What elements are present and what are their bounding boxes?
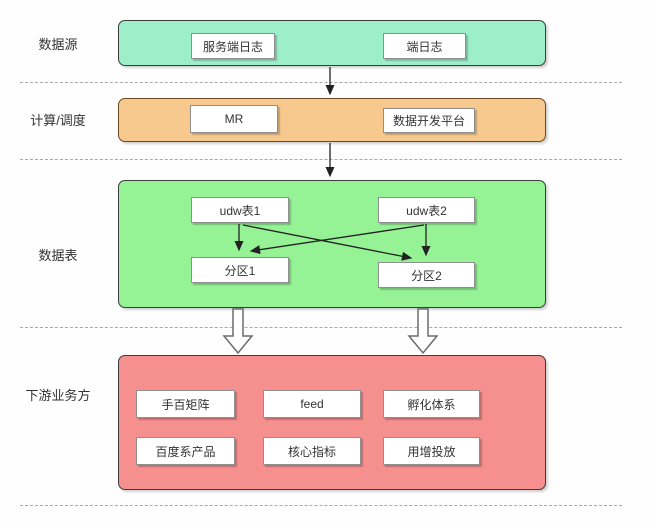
node-partition-2: 分区2 [378,262,475,288]
node-incubation-system: 孵化体系 [383,390,480,418]
node-baidu-products: 百度系产品 [136,437,235,465]
lane-label-data-source: 数据源 [38,37,78,52]
lane-label-data-table: 数据表 [38,248,78,263]
node-udw-table-1: udw表1 [191,197,289,223]
node-client-log: 端日志 [383,33,466,59]
lane-separator-2 [20,159,622,160]
node-data-dev-platform: 数据开发平台 [383,108,475,133]
node-partition-1: 分区1 [191,257,289,283]
node-feed: feed [263,390,361,418]
lane-separator-4 [20,505,622,506]
band-data-table [118,180,546,308]
band-compute-schedule [118,98,546,142]
band-downstream [118,355,546,490]
node-core-metrics: 核心指标 [263,437,361,465]
hollow-arrow-right [407,308,439,355]
hollow-arrow-left [222,308,254,355]
node-user-growth-ads: 用增投放 [383,437,480,465]
lane-separator-1 [20,82,622,83]
band-data-source [118,20,546,66]
lane-separator-3 [20,327,622,328]
node-udw-table-2: udw表2 [378,197,475,223]
node-shoubai-matrix: 手百矩阵 [136,390,235,418]
node-mr: MR [190,105,278,133]
node-server-log: 服务端日志 [191,33,275,59]
lane-label-downstream: 下游业务方 [25,388,91,403]
lane-label-compute-schedule: 计算/调度 [30,113,86,128]
